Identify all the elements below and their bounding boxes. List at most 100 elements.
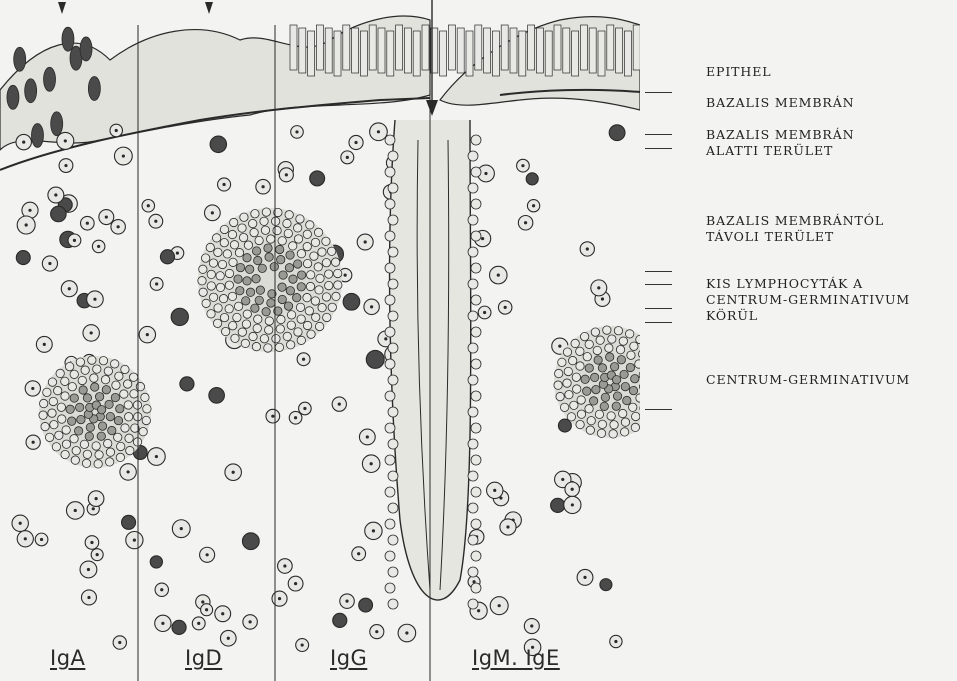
cell-nucleus — [97, 245, 100, 248]
cell-nucleus — [32, 441, 35, 444]
germinal-cell — [596, 336, 604, 344]
crypt-cell — [468, 279, 478, 289]
germinal-cell — [207, 282, 215, 290]
columnar-cell — [475, 25, 482, 70]
cell-nucleus — [283, 564, 286, 567]
germinal-cell — [225, 269, 233, 277]
germinal-cell — [101, 375, 109, 383]
epithelial-cell — [14, 47, 26, 71]
crypt-cell — [468, 375, 478, 385]
germinal-cell — [278, 283, 286, 291]
germinal-cell — [323, 313, 331, 321]
columnar-cell — [580, 25, 587, 70]
cell-nucleus — [31, 387, 34, 390]
cell-nucleus — [19, 522, 22, 525]
germinal-cell — [593, 346, 601, 354]
germinal-cell — [252, 247, 260, 255]
germinal-cell — [240, 213, 248, 221]
columnar-cell — [528, 25, 535, 70]
crypt-cell — [385, 295, 395, 305]
germinal-cell — [80, 440, 88, 448]
germinal-cell — [121, 365, 129, 373]
germinal-cell — [315, 322, 323, 330]
germinal-cell — [124, 401, 132, 409]
crypt-cell — [388, 535, 398, 545]
crypt-cell — [468, 215, 478, 225]
germinal-cell — [221, 327, 229, 335]
germinal-cell — [199, 265, 207, 273]
columnar-cell — [440, 31, 447, 76]
germinal-cell — [294, 328, 302, 336]
legend-centrum: CENTRUM-GERMINATIVUM — [706, 372, 910, 387]
lymphocyte-cell — [600, 579, 612, 591]
crypt-cell — [471, 583, 481, 593]
crypt-cell — [388, 375, 398, 385]
germinal-cell — [112, 381, 120, 389]
cell-nucleus — [483, 311, 486, 314]
germinal-cell — [130, 390, 138, 398]
columnar-cell — [501, 25, 508, 70]
germinal-cell — [307, 330, 315, 338]
cell-nucleus — [477, 609, 480, 612]
crypt-cell — [385, 167, 395, 177]
cell-nucleus — [558, 345, 561, 348]
cell-nucleus — [155, 455, 158, 458]
cell-nucleus — [271, 415, 274, 418]
germinal-cell — [91, 383, 99, 391]
columnar-cell — [616, 28, 623, 73]
columnar-cell — [589, 28, 596, 73]
germinal-cell — [74, 427, 82, 435]
cell-nucleus — [586, 247, 589, 250]
crypt-cell — [468, 183, 478, 193]
germinal-cell — [199, 288, 207, 296]
germinal-cell — [225, 281, 233, 289]
cell-nucleus — [133, 539, 136, 542]
germinal-cell — [251, 209, 259, 217]
cell-nucleus — [484, 172, 487, 175]
crypt-cell — [388, 247, 398, 257]
germinal-cell — [76, 358, 84, 366]
germinal-cell — [114, 416, 122, 424]
crypt-cell — [385, 551, 395, 561]
cell-nucleus — [154, 220, 157, 223]
lymphocyte-cell — [343, 293, 360, 310]
germinal-cell — [125, 434, 133, 442]
crypt-cell — [468, 535, 478, 545]
germinal-cell — [53, 386, 61, 394]
cell-nucleus — [232, 471, 235, 474]
germinal-cell — [262, 308, 270, 316]
germinal-cell — [285, 264, 293, 272]
crypt-cell — [385, 583, 395, 593]
cell-nucleus — [115, 129, 118, 132]
germinal-cell — [99, 356, 107, 364]
cell-nucleus — [90, 541, 93, 544]
germinal-cell — [284, 229, 292, 237]
columnar-cell — [378, 28, 385, 73]
cell-nucleus — [92, 507, 95, 510]
germinal-cell — [286, 287, 294, 295]
germinal-cell — [66, 405, 74, 413]
germinal-cell — [214, 304, 222, 312]
cell-nucleus — [295, 130, 298, 133]
crypt-cell — [388, 567, 398, 577]
germinal-cell — [120, 390, 128, 398]
germinal-cell — [266, 235, 274, 243]
cell-nucleus — [180, 527, 183, 530]
germinal-cell — [306, 282, 314, 290]
crypt-cell — [385, 391, 395, 401]
germinal-cell — [610, 421, 618, 429]
germinal-cell — [587, 416, 595, 424]
lymphocyte-cell — [172, 620, 186, 634]
crypt-cell — [468, 567, 478, 577]
germinal-cell — [81, 366, 89, 374]
germinal-cell — [315, 286, 323, 294]
germinal-cell — [209, 259, 217, 267]
columnar-cell — [352, 28, 359, 73]
lymphocyte-cell — [209, 388, 225, 404]
germinal-cell — [581, 375, 589, 383]
cell-nucleus — [571, 503, 574, 506]
cell-nucleus — [73, 239, 76, 242]
germinal-cell — [303, 242, 311, 250]
cell-nucleus — [294, 416, 297, 419]
cell-nucleus — [28, 209, 31, 212]
